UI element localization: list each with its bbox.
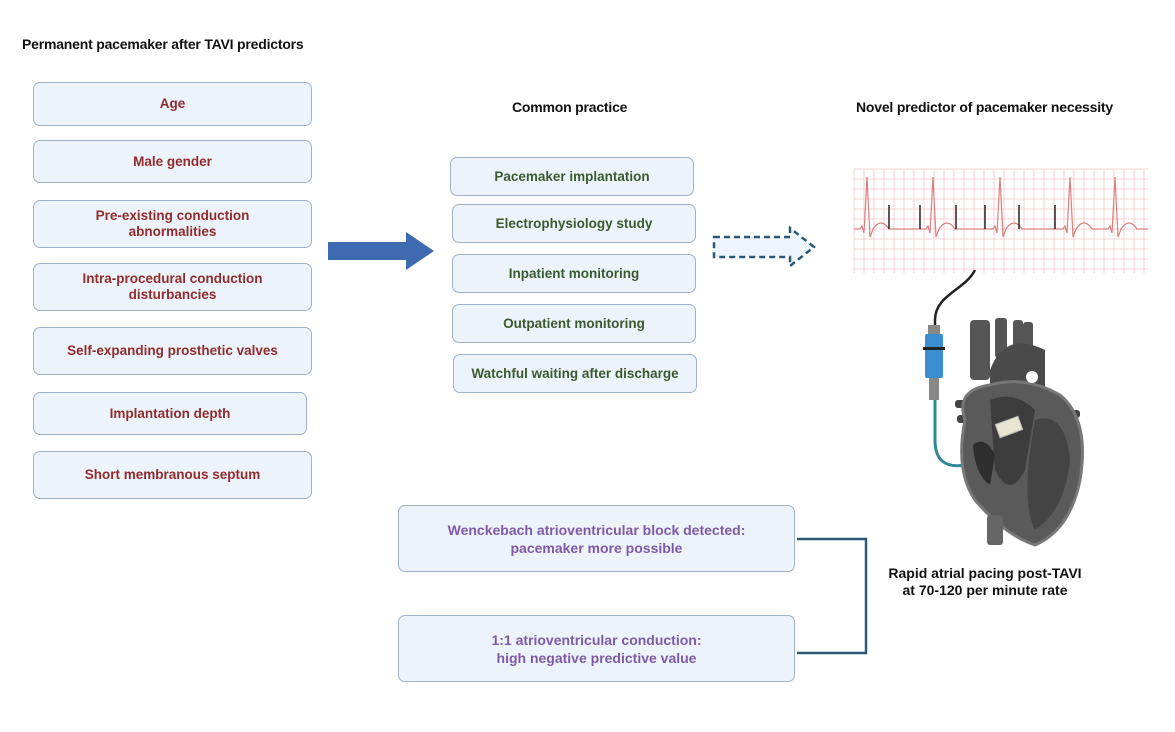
predictors-title: Permanent pacemaker after TAVI predictor…	[22, 36, 304, 52]
bracket-connector	[797, 537, 868, 655]
outcome-box-wenckebach: Wenckebach atrioventricular block detect…	[398, 505, 795, 572]
heart-with-pacing-lead-icon	[923, 270, 1084, 547]
predictor-box-age: Age	[33, 82, 312, 126]
predictor-box-male-gender: Male gender	[33, 140, 312, 183]
ecg-strip-icon	[853, 168, 1148, 273]
ecg-trace	[854, 176, 1148, 238]
practice-box-outpatient-monitoring: Outpatient monitoring	[452, 304, 696, 343]
novel-predictor-title: Novel predictor of pacemaker necessity	[856, 99, 1113, 115]
outcome-box-one-to-one: 1:1 atrioventricular conduction:high neg…	[398, 615, 795, 682]
outcome-label-line2: pacemaker more possible	[510, 539, 683, 556]
practice-label: Inpatient monitoring	[508, 265, 640, 281]
predictor-label: Age	[159, 96, 186, 111]
practice-label: Outpatient monitoring	[503, 315, 645, 331]
predictor-label: Implantation depth	[109, 405, 231, 421]
predictor-box-self-expanding: Self-expanding prosthetic valves	[33, 327, 312, 375]
predictor-label-line2: abnormalities	[128, 224, 217, 239]
practice-box-pacemaker-implantation: Pacemaker implantation	[450, 157, 694, 196]
practice-label: Pacemaker implantation	[494, 168, 650, 184]
arrow-right-icon	[328, 232, 434, 270]
outcome-label: 1:1 atrioventricular conduction:	[491, 631, 702, 648]
predictor-box-implantation-depth: Implantation depth	[33, 392, 307, 435]
practice-box-inpatient-monitoring: Inpatient monitoring	[452, 254, 696, 293]
predictor-label: Intra-procedural conduction	[82, 271, 263, 286]
pacing-caption-line2: at 70-120 per minute rate	[902, 582, 1068, 598]
predictor-label: Male gender	[133, 153, 212, 169]
predictor-label: Pre-existing conduction	[95, 208, 250, 223]
pacing-caption-line1: Rapid atrial pacing post-TAVI	[888, 565, 1082, 581]
predictor-label: Self-expanding prosthetic valves	[67, 343, 278, 358]
practice-label: Watchful waiting after discharge	[471, 365, 679, 381]
pacing-caption: Rapid atrial pacing post-TAVI at 70-120 …	[878, 565, 1092, 599]
practice-box-ep-study: Electrophysiology study	[452, 204, 696, 243]
dashed-arrow-right-icon	[712, 225, 817, 269]
practice-box-watchful-waiting: Watchful waiting after discharge	[453, 354, 697, 393]
outcome-label: Wenckebach atrioventricular block detect…	[447, 521, 746, 538]
practice-label: Electrophysiology study	[495, 215, 653, 231]
outcome-label-line2: high negative predictive value	[496, 649, 697, 666]
predictor-box-membranous-septum: Short membranous septum	[33, 451, 312, 499]
predictor-label: Short membranous septum	[84, 467, 261, 482]
predictor-label-line2: disturbancies	[128, 287, 217, 302]
common-practice-title: Common practice	[512, 99, 628, 115]
